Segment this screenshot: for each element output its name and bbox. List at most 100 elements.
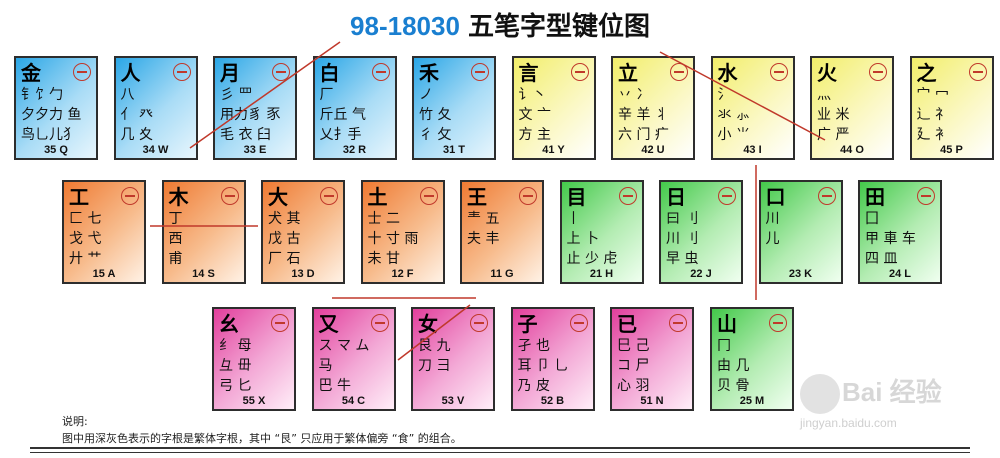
key-root-line: 艮 九 [418, 338, 451, 354]
stroke-mark-icon [917, 187, 935, 205]
key-main-root: 又 [318, 312, 339, 336]
key-root-line: 斤丘 气 [319, 107, 366, 123]
key-root-line: 囗 [865, 211, 879, 227]
key-roots: 冂由 几贝 骨 [717, 336, 787, 396]
key-roots: 龶 五夫 丰 [467, 209, 537, 249]
paw-icon [800, 374, 840, 414]
key-root-line: 士 二 [367, 211, 400, 227]
key-root-line: 讠丶 [518, 87, 547, 103]
stroke-mark-icon [618, 187, 637, 205]
key-root-line: 厂 [319, 87, 334, 103]
key-root-line: 亻 癶 [120, 107, 153, 123]
key-root-line: 方 主 [518, 127, 551, 143]
stroke-mark-icon [769, 314, 787, 332]
key-root-line: 十 寸 雨 [367, 231, 419, 247]
key-code: 13 D [291, 268, 315, 280]
stroke-mark-icon [519, 187, 537, 205]
key-root-line: 丷 冫 [618, 87, 651, 103]
key-root-line: コ 尸 [617, 358, 650, 374]
key-roots: ノ竹 夂彳 攵 [419, 85, 489, 145]
key-root-line: ス マ ム [318, 338, 370, 354]
key-main-root: 禾 [419, 61, 439, 85]
stroke-mark-icon [220, 187, 239, 205]
key-root-line: 上 卜 [566, 231, 599, 247]
key-code: 12 F [391, 268, 414, 280]
divider [30, 447, 970, 449]
stroke-mark-icon [718, 187, 736, 205]
key-main-root: 子 [517, 312, 538, 336]
key-root-line: 刀 彐 [418, 358, 451, 374]
stroke-mark-icon [570, 63, 589, 81]
key-root-line: 丨 [566, 211, 581, 227]
key-root-line: 巴 牛 [318, 378, 351, 394]
key-root-line: 儿 [765, 231, 780, 247]
key-root-line: 止 少 虍 [566, 251, 618, 267]
watermark: Bai 经验 jingyan.baidu.com [800, 370, 990, 434]
key-i[interactable]: 水氵氺 ⺗小 ⺌43 I [710, 56, 795, 160]
key-code: 53 V [441, 395, 465, 407]
key-code: 35 Q [44, 144, 68, 156]
title-text: 五笔字型键位图 [467, 12, 650, 42]
key-roots: 讠丶文 亠方 主 [519, 85, 589, 145]
key-roots: 宀 冖辶 礻廴 衤 [917, 85, 987, 145]
key-code: 55 X [242, 395, 266, 407]
key-root-line: 厂 石 [268, 251, 301, 267]
key-code: 22 J [690, 268, 712, 280]
key-root-line: 耳 卩 乚 [517, 358, 569, 374]
stroke-mark-icon [817, 187, 836, 205]
key-root-line: 丁 [168, 211, 183, 227]
key-main-root: 立 [618, 61, 638, 85]
stroke-mark-icon [121, 187, 139, 205]
stroke-mark-icon [371, 63, 390, 81]
key-roots: 丁西甫 [169, 209, 239, 269]
stroke-mark-icon [370, 314, 389, 332]
watermark-brand: Bai 经验 [842, 377, 942, 407]
key-root-line: 辶 礻 [916, 107, 949, 123]
stroke-mark-icon [670, 63, 688, 81]
key-code: 14 S [192, 268, 215, 280]
key-main-root: 大 [268, 185, 288, 209]
key-root-line: 乃 皮 [517, 378, 550, 394]
key-root-line: 甫 [168, 251, 183, 267]
key-roots: 巳 己コ 尸心 羽 [617, 336, 687, 396]
key-root-line: 夕夕力 鱼 [21, 107, 82, 123]
key-root-line: 毛 衣 臼 [220, 127, 271, 143]
key-main-root: 山 [717, 312, 737, 336]
key-root-line: 四 皿 [865, 251, 898, 267]
key-roots: 曰 刂川 刂早 虫 [666, 209, 736, 269]
key-main-root: 工 [69, 185, 89, 209]
key-code: 21 H [589, 268, 614, 280]
key-root-line: 灬 [817, 87, 831, 103]
key-main-root: 火 [817, 61, 837, 85]
key-main-root: 田 [865, 185, 885, 209]
key-root-line: 彑 毌 [219, 358, 252, 374]
key-main-root: 言 [518, 61, 539, 85]
stroke-mark-icon [272, 63, 290, 81]
key-roots: 川儿 [766, 209, 836, 249]
key-root-line: 川 [765, 211, 780, 227]
